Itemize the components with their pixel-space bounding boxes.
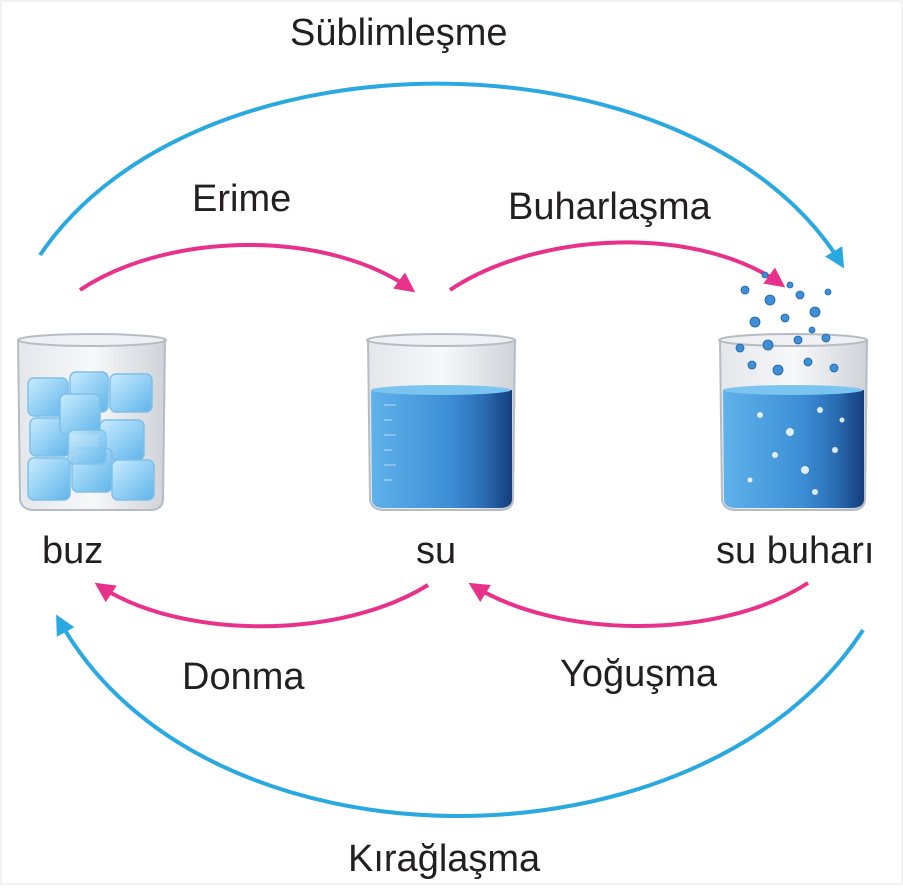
freezing-arrow: [94, 582, 430, 629]
melting-arrow: [78, 243, 416, 293]
gas-state-label: su buharı: [716, 530, 875, 572]
deposition-label: Kırağlaşma: [348, 838, 541, 880]
deposition-arrow: [56, 614, 865, 818]
beaker-ice-icon: [16, 333, 167, 511]
condensation-label: Yoğuşma: [560, 653, 718, 695]
evaporation-arrow: [448, 240, 786, 292]
melting-label: Erime: [192, 178, 292, 220]
condensation-arrow: [468, 581, 810, 628]
solid-state-label: buz: [42, 530, 104, 572]
sublimation-label: Süblimleşme: [290, 12, 508, 54]
liquid-state-label: su: [416, 530, 457, 572]
freezing-label: Donma: [182, 656, 305, 698]
evaporation-label: Buharlaşma: [508, 186, 711, 228]
beaker-vapor-icon: [718, 271, 869, 511]
sublimation-arrow: [38, 81, 845, 269]
beaker-water-icon: [366, 333, 517, 511]
